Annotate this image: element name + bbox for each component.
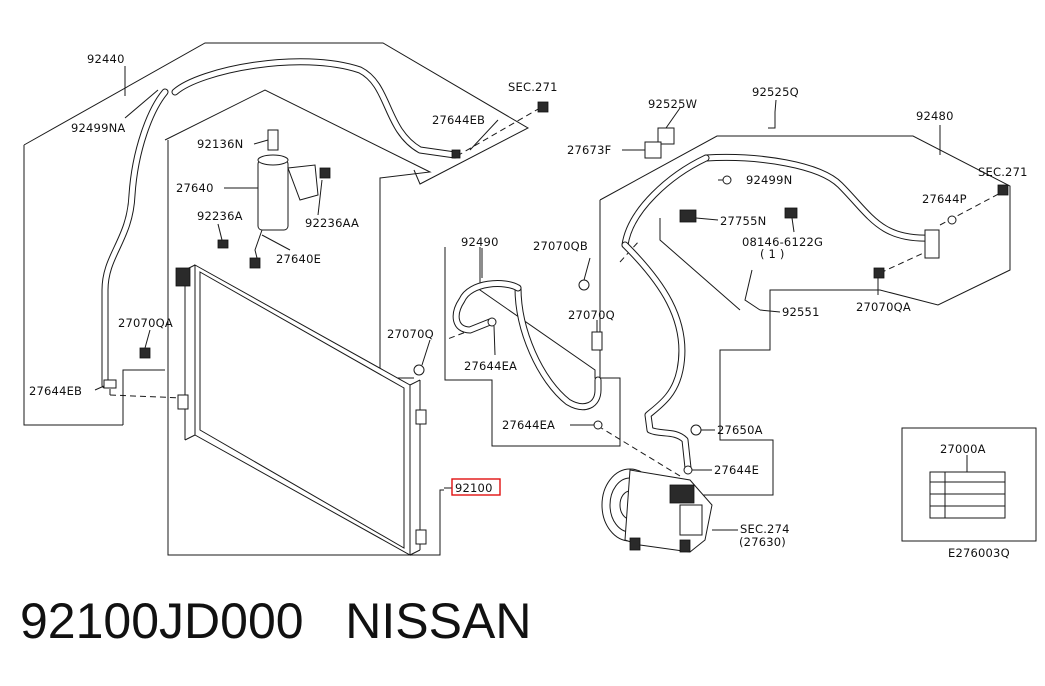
fittings [103, 101, 1009, 475]
label-92499NA[interactable]: 92499NA [71, 121, 125, 135]
label-27673F[interactable]: 27673F [567, 143, 611, 157]
label-27070QA-right[interactable]: 27070QA [856, 300, 911, 314]
label-27644P[interactable]: 27644P [922, 192, 967, 206]
compressor-27630 [601, 468, 713, 553]
label-92499N[interactable]: 92499N [746, 173, 792, 187]
caption: 92100JD000 NISSAN [20, 596, 531, 646]
ac-system-exploded-diagram: 92440 92499NA SEC.271 27644EB 92136N 276… [23, 42, 1037, 560]
condenser-92100 [175, 264, 427, 556]
label-sec271-top[interactable]: SEC.271 [508, 80, 558, 94]
label-27640[interactable]: 27640 [176, 181, 214, 195]
label-27644EB-top[interactable]: 27644EB [432, 113, 485, 127]
label-27070Q-left[interactable]: 27070Q [387, 327, 434, 341]
label-27650A[interactable]: 27650A [717, 423, 763, 437]
label-92100[interactable]: 92100 [455, 481, 493, 495]
receiver-drier-27640 [217, 129, 331, 269]
highlight-box-92100 [451, 478, 501, 496]
label-27644EB-left[interactable]: 27644EB [29, 384, 82, 398]
label-sec274[interactable]: SEC.274 [740, 522, 790, 536]
label-27000A[interactable]: 27000A [940, 442, 986, 456]
label-27640E[interactable]: 27640E [276, 252, 321, 266]
label-92525Q[interactable]: 92525Q [752, 85, 799, 99]
label-sec271-right[interactable]: SEC.271 [978, 165, 1028, 179]
label-27644EA-upper[interactable]: 27644EA [464, 359, 517, 373]
label-92490[interactable]: 92490 [461, 235, 499, 249]
label-27755N[interactable]: 27755N [720, 214, 766, 228]
callout-labels: 92440 92499NA SEC.271 27644EB 92136N 276… [29, 52, 1028, 560]
label-sec274-ref: (27630) [739, 535, 786, 549]
frame-lines [23, 42, 1037, 556]
label-92551[interactable]: 92551 [782, 305, 820, 319]
label-92236A[interactable]: 92236A [197, 209, 243, 223]
label-plate-27000A [929, 455, 1006, 519]
label-27644E[interactable]: 27644E [714, 463, 759, 477]
label-92136N[interactable]: 92136N [197, 137, 243, 151]
pipe-92480 [621, 154, 934, 249]
caption-part-number: 92100JD000 [20, 593, 304, 649]
label-08146-6122G[interactable]: 08146-6122G [742, 235, 823, 249]
label-27070QB[interactable]: 27070QB [533, 239, 588, 253]
pipe-92490 [452, 241, 692, 472]
pipe-92440 [101, 58, 459, 389]
label-92236AA[interactable]: 92236AA [305, 216, 359, 230]
label-27644EA-lower[interactable]: 27644EA [502, 418, 555, 432]
figure-code: E276003Q [948, 546, 1010, 560]
label-27070QA-left[interactable]: 27070QA [118, 316, 173, 330]
label-08146-qty: ( 1 ) [760, 247, 785, 261]
label-27070Q-mid[interactable]: 27070Q [568, 308, 615, 322]
leader-lines [94, 66, 941, 531]
label-92480[interactable]: 92480 [916, 109, 954, 123]
caption-brand: NISSAN [345, 593, 532, 649]
label-92525W[interactable]: 92525W [648, 97, 697, 111]
label-92440[interactable]: 92440 [87, 52, 125, 66]
